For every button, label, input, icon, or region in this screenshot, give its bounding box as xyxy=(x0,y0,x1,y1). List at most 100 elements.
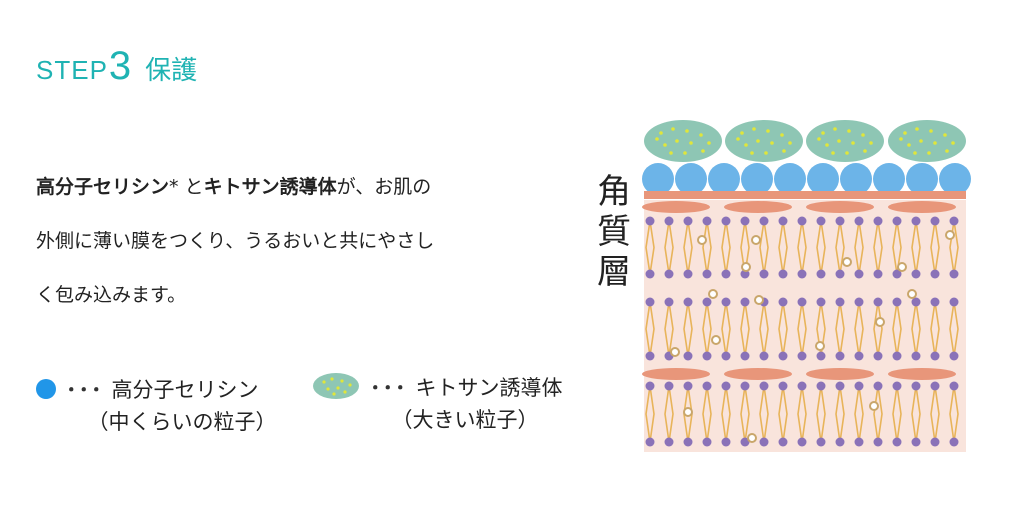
lipid-tail xyxy=(858,301,864,357)
lipid-tail xyxy=(953,385,959,443)
chitosan-term: キトサン誘導体 xyxy=(203,176,337,198)
description-line-3: く包み込みます。 xyxy=(36,284,187,306)
lipid-head xyxy=(721,297,731,307)
step-number: 3 xyxy=(108,44,132,88)
lipid-tail xyxy=(687,220,693,275)
lipid-head xyxy=(930,216,940,226)
lipid-head xyxy=(645,216,655,226)
lipid-head xyxy=(892,351,902,361)
step-heading: STEP 3 保護 xyxy=(36,44,197,89)
lipid-tail xyxy=(911,301,917,357)
small-particle xyxy=(683,407,693,417)
lipid-tail xyxy=(645,220,651,275)
lipid-tail xyxy=(683,301,689,357)
skin-layer-diagram xyxy=(642,120,971,452)
legend-sericin-name: 高分子セリシン xyxy=(111,378,259,402)
layer-label-char-3: 層 xyxy=(597,252,631,292)
lipid-head xyxy=(759,216,769,226)
description-text: 高分子セリシン* とキトサン誘導体が、お肌の 外側に薄い膜をつくり、うるおいと共… xyxy=(36,160,536,322)
lipid-tail xyxy=(877,220,883,275)
corneocyte xyxy=(724,201,792,213)
lipid-head xyxy=(892,269,902,279)
small-particle xyxy=(945,230,955,240)
lipid-tail xyxy=(820,220,826,275)
lipid-head xyxy=(854,437,864,447)
particle-dot xyxy=(740,131,744,135)
particle-dot xyxy=(683,151,687,155)
lipid-head xyxy=(930,297,940,307)
corneocyte xyxy=(806,368,874,380)
lipid-head xyxy=(683,297,693,307)
small-particle xyxy=(869,401,879,411)
legend-sericin: ･･･ 高分子セリシン （中くらいの粒子） xyxy=(36,374,277,438)
lipid-head xyxy=(892,381,902,391)
lipid-head xyxy=(911,269,921,279)
lipid-tail xyxy=(702,385,708,443)
legend-sericin-note: （中くらいの粒子） xyxy=(87,410,277,434)
lipid-head xyxy=(930,269,940,279)
lipid-tail xyxy=(664,301,670,357)
lipid-head xyxy=(816,297,826,307)
lipid-head xyxy=(702,437,712,447)
particle-dot xyxy=(821,131,825,135)
lipid-tail xyxy=(820,385,826,443)
medium-particle xyxy=(774,163,806,195)
lipid-tail xyxy=(835,301,841,357)
lipid-tail xyxy=(839,301,845,357)
particle-dot xyxy=(766,129,770,133)
lipid-head xyxy=(664,381,674,391)
lipid-head xyxy=(797,381,807,391)
large-particle xyxy=(644,120,722,162)
lipid-head xyxy=(949,437,959,447)
particle-dot xyxy=(780,133,784,137)
particle-dot xyxy=(699,133,703,137)
lipid-tail xyxy=(649,385,655,443)
legend-dots: ･･･ xyxy=(370,376,408,400)
lipid-head xyxy=(835,297,845,307)
stratum-corneum-label: 角 質 層 xyxy=(594,172,634,292)
lipid-tail xyxy=(877,301,883,357)
lipid-tail xyxy=(934,220,940,275)
lipid-head xyxy=(816,351,826,361)
lipid-head xyxy=(778,216,788,226)
particle-dot xyxy=(744,143,748,147)
lipid-tail xyxy=(892,385,898,443)
lipid-tail xyxy=(645,301,651,357)
asterisk: * xyxy=(169,176,179,198)
lipid-tail xyxy=(896,385,902,443)
lipid-head xyxy=(664,216,674,226)
lipid-tail xyxy=(797,301,803,357)
medium-particle xyxy=(873,163,905,195)
particle-dot xyxy=(899,137,903,141)
lipid-head xyxy=(835,437,845,447)
lipid-tail xyxy=(645,385,651,443)
lipid-head xyxy=(702,297,712,307)
particle-dot xyxy=(756,139,760,143)
lipid-tail xyxy=(649,220,655,275)
large-particle xyxy=(725,120,803,162)
particle-dot xyxy=(655,137,659,141)
lipid-head xyxy=(797,216,807,226)
lipid-head xyxy=(702,216,712,226)
lipid-tail xyxy=(915,220,921,275)
lipid-head xyxy=(930,437,940,447)
lipid-tail xyxy=(839,385,845,443)
lipid-head xyxy=(778,437,788,447)
particle-dot xyxy=(825,143,829,147)
lipid-head xyxy=(702,269,712,279)
lipid-head xyxy=(949,269,959,279)
lipid-head xyxy=(683,269,693,279)
lipid-tail xyxy=(953,220,959,275)
lipid-tail xyxy=(854,220,860,275)
lipid-head xyxy=(816,381,826,391)
particle-dot xyxy=(915,127,919,131)
lipid-head xyxy=(949,351,959,361)
lipid-head xyxy=(664,297,674,307)
lipid-tail xyxy=(858,220,864,275)
lipid-tail xyxy=(763,301,769,357)
lipid-tail xyxy=(664,385,670,443)
legend-chitosan-note: （大きい粒子） xyxy=(391,408,539,432)
lipid-head xyxy=(873,351,883,361)
lipid-tail xyxy=(664,220,670,275)
particle-dot xyxy=(671,127,675,131)
